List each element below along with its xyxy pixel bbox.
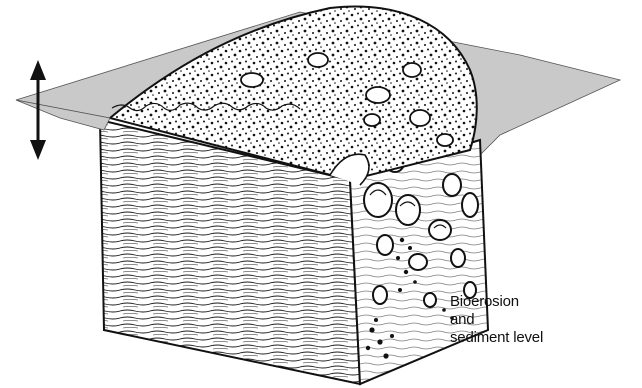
annotation-line-2: and [450, 311, 630, 329]
annotation-line-1: Bioerosion [450, 293, 630, 311]
annotation-line-3: sediment level [450, 329, 630, 347]
annotation-label: Bioerosion and sediment level [450, 293, 630, 347]
